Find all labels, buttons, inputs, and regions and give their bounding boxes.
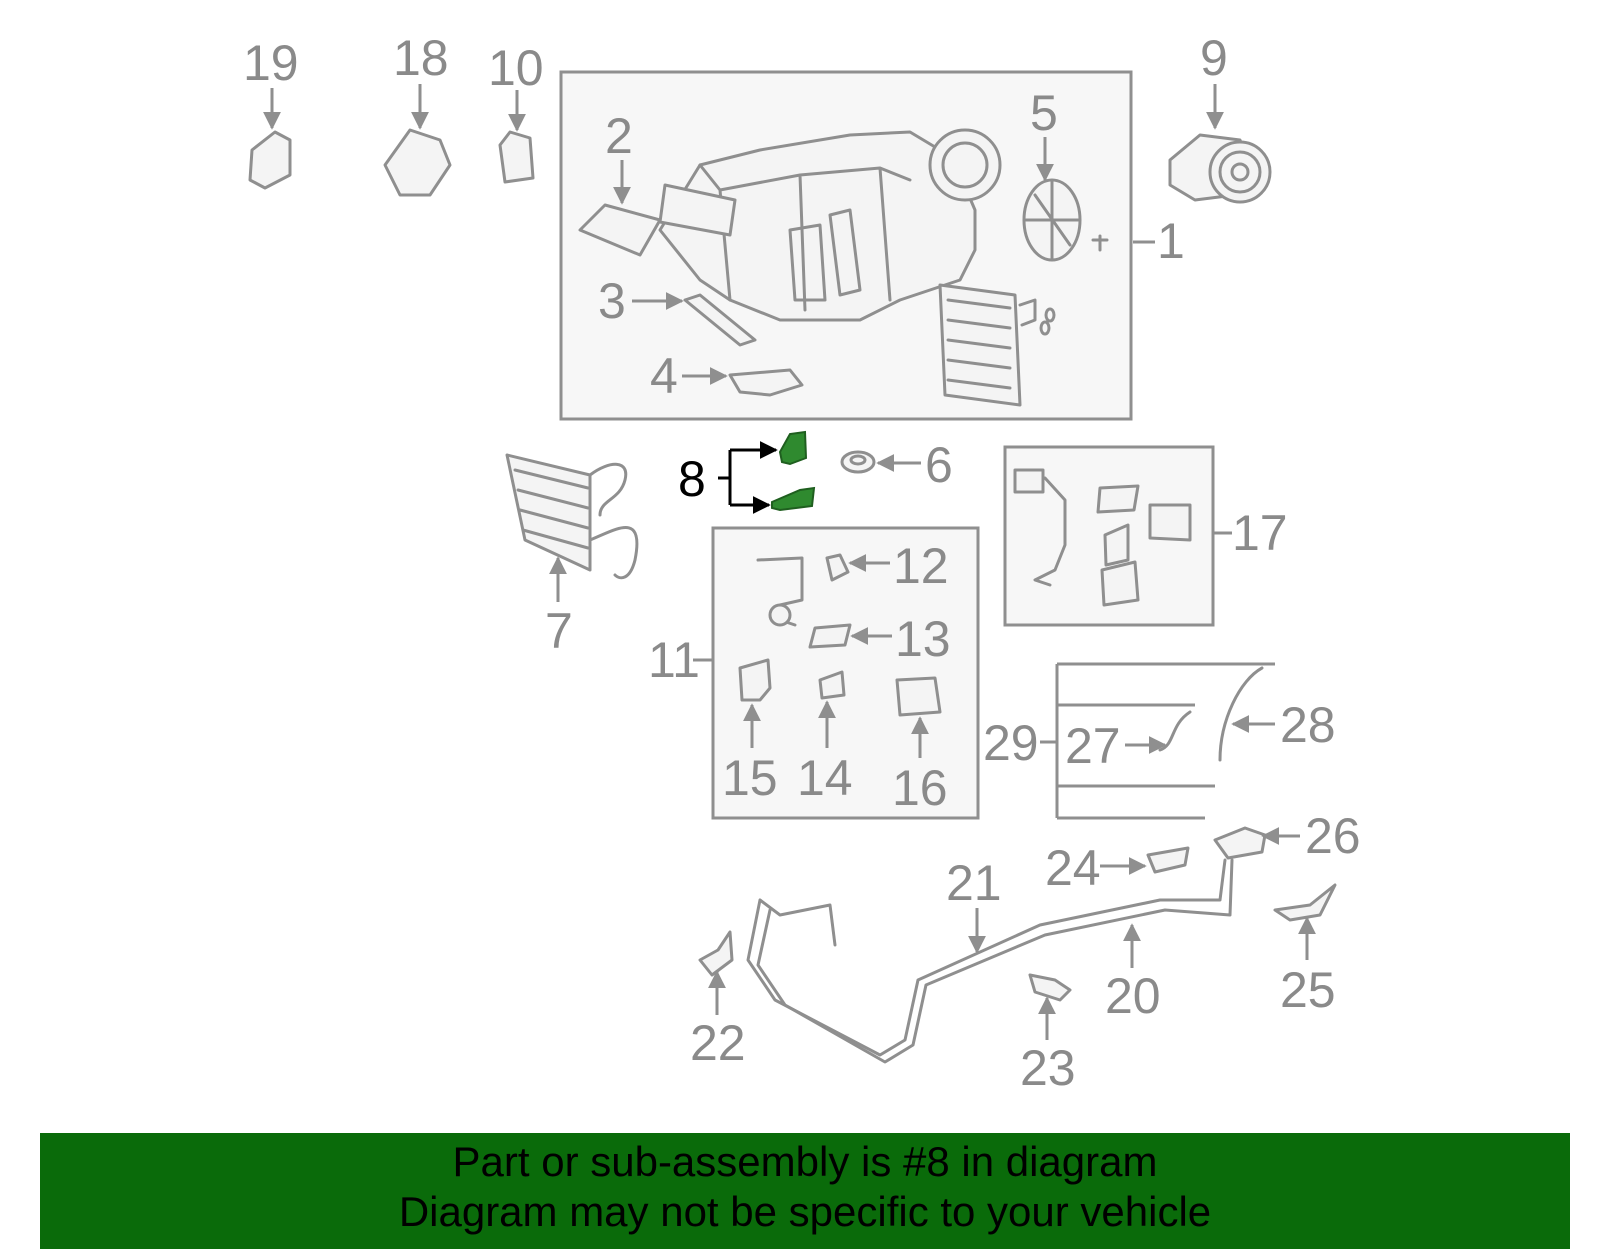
callout-1: 1 bbox=[1157, 213, 1185, 269]
part-8-upper-bracket bbox=[778, 430, 808, 466]
part-22-bracket bbox=[698, 930, 734, 977]
part-17-connector bbox=[1013, 468, 1045, 494]
part-4-seal bbox=[728, 368, 804, 397]
callout-13: 13 bbox=[895, 611, 951, 667]
part-16-duct bbox=[895, 676, 942, 717]
callout-6: 6 bbox=[925, 437, 953, 493]
callout-18: 18 bbox=[393, 30, 449, 86]
hvac-case-part bbox=[658, 128, 1002, 322]
callout-11: 11 bbox=[648, 632, 700, 688]
evaporator-part bbox=[938, 283, 1056, 407]
part-1-screw bbox=[1091, 234, 1109, 252]
callout-26: 26 bbox=[1305, 808, 1361, 864]
part-info-banner: Part or sub-assembly is #8 in diagram Di… bbox=[40, 1133, 1570, 1249]
part-12-clip bbox=[825, 553, 850, 582]
part-10-actuator bbox=[498, 130, 535, 184]
part-6-grommet bbox=[840, 450, 876, 474]
part-20-ac-line bbox=[756, 858, 1234, 1064]
callout-14: 14 bbox=[797, 750, 853, 806]
part-17-duct bbox=[1148, 503, 1192, 542]
part-9-blower-motor bbox=[1168, 133, 1272, 204]
part-23-clip bbox=[1028, 973, 1072, 1002]
callout-27: 27 bbox=[1065, 718, 1121, 774]
part-21-ac-line bbox=[746, 858, 1227, 1057]
part-25-clip bbox=[1273, 883, 1337, 922]
part-5-blower-cover bbox=[1022, 178, 1082, 262]
callout-19: 19 bbox=[243, 35, 299, 91]
callout-23: 23 bbox=[1020, 1040, 1076, 1096]
part-17-harness bbox=[1018, 476, 1067, 587]
part-8-lower-bracket bbox=[771, 486, 816, 512]
banner-part-line: Part or sub-assembly is #8 in diagram bbox=[452, 1138, 1158, 1185]
callout-16: 16 bbox=[892, 760, 948, 816]
part-7-heater-core bbox=[505, 453, 639, 580]
callout-9: 9 bbox=[1200, 30, 1228, 86]
part-24-clip bbox=[1146, 846, 1190, 874]
part-18-actuator bbox=[383, 128, 452, 197]
callout-17: 17 bbox=[1232, 505, 1288, 561]
parts-diagram: 19 18 10 2 5 9 1 3 4 6 8 7 12 13 11 15 1… bbox=[243, 30, 1361, 1096]
callout-24: 24 bbox=[1045, 840, 1101, 896]
callout-25: 25 bbox=[1280, 962, 1336, 1018]
callout-20: 20 bbox=[1105, 968, 1161, 1024]
leader-8 bbox=[718, 450, 732, 505]
callout-4: 4 bbox=[650, 348, 678, 404]
callout-3: 3 bbox=[598, 273, 626, 329]
part-26-valve bbox=[1213, 826, 1267, 860]
callout-21: 21 bbox=[946, 855, 1002, 911]
callout-7: 7 bbox=[545, 603, 573, 659]
callout-10: 10 bbox=[488, 40, 544, 96]
banner-disclaimer-line: Diagram may not be specific to your vehi… bbox=[398, 1188, 1212, 1235]
callout-5: 5 bbox=[1030, 85, 1058, 141]
part-17-bracket bbox=[1096, 484, 1140, 514]
part-3-seal bbox=[683, 293, 757, 347]
part-17-seal-a bbox=[1103, 523, 1130, 567]
part-15-seal bbox=[738, 658, 772, 702]
part-11-connector bbox=[768, 603, 792, 627]
callout-28: 28 bbox=[1280, 697, 1336, 753]
part-14-seal bbox=[818, 670, 846, 700]
callout-22: 22 bbox=[690, 1015, 746, 1071]
part-28-hose bbox=[1218, 666, 1264, 762]
part-13-filter bbox=[808, 623, 852, 649]
callout-2: 2 bbox=[605, 108, 633, 164]
part-2-gasket bbox=[578, 203, 662, 257]
callout-12: 12 bbox=[893, 538, 949, 594]
callout-15: 15 bbox=[722, 750, 778, 806]
callout-29: 29 bbox=[983, 715, 1039, 771]
part-17-seal-b bbox=[1100, 560, 1140, 607]
callout-8: 8 bbox=[678, 451, 706, 507]
part-19-sensor bbox=[248, 130, 292, 190]
